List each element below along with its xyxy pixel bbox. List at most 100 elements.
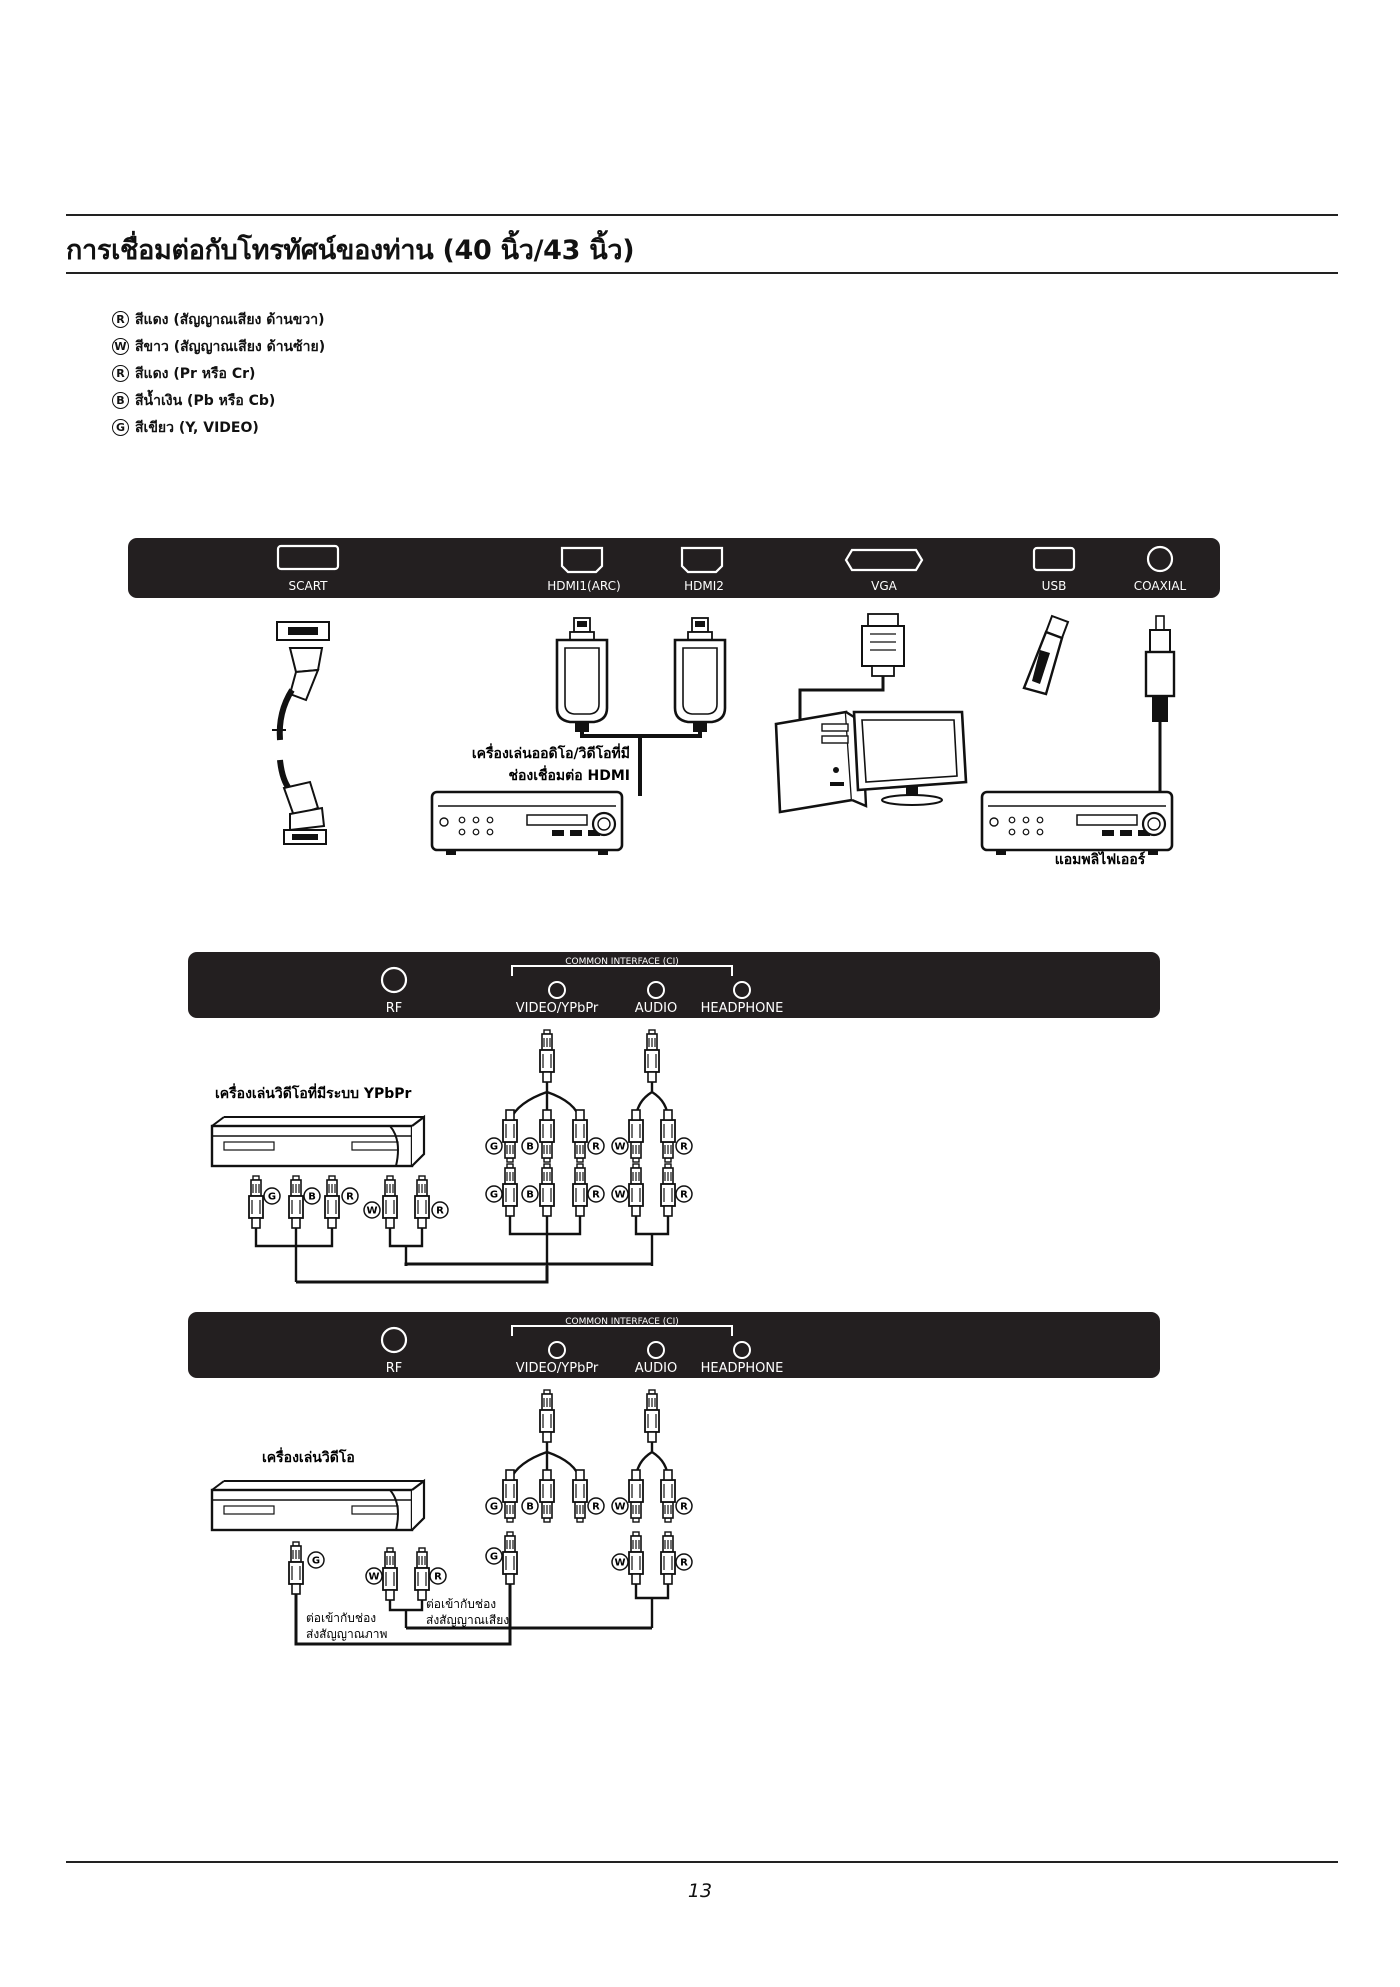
port-label-scart: SCART (289, 579, 329, 593)
tv-side-panel (188, 952, 1160, 1018)
player-output-plugs (288, 1541, 430, 1628)
legend-text: สีขาว (สัญญาณเสียง ด้านซ้าย) (135, 338, 326, 355)
hdmi1-port-icon (560, 546, 604, 574)
page-title: การเชื่อมต่อกับโทรทัศน์ของท่าน (40 นิ้ว/… (66, 235, 635, 266)
av-player-icon (430, 790, 624, 857)
white-badge-icon: W (611, 1137, 629, 1155)
ypbpr-device-label: เครื่องเล่นวิดีโอที่มีระบบ YPbPr (215, 1083, 412, 1102)
white-badge-icon: W (363, 1201, 381, 1219)
white-badge-icon: W (611, 1553, 629, 1571)
ypbpr-player-icon (210, 1115, 426, 1168)
audio-output-note: ส่งสัญญาณเสียง (426, 1613, 509, 1627)
coaxial-cable-icon (1144, 615, 1176, 796)
plug-badge-letter: R (592, 1190, 600, 1201)
amplifier-icon (980, 790, 1174, 857)
red-badge-icon: R (675, 1497, 693, 1515)
plug-badge-letter: W (366, 1206, 377, 1217)
red-badge-icon: R (112, 365, 129, 382)
usb-drive-icon (1022, 614, 1070, 696)
plug-badge-letter: G (490, 1552, 498, 1563)
plug-badge-letter: B (526, 1190, 534, 1201)
legend-item: G สีเขียว (Y, VIDEO) (112, 414, 325, 441)
plug-badge-letter: B (308, 1192, 316, 1203)
red-badge-icon: R (341, 1187, 359, 1205)
tv-back-panel (128, 538, 1220, 598)
video-device-label: เครื่องเล่นวิดีโอ (262, 1447, 355, 1466)
video-port-icon (548, 981, 566, 999)
red-badge-icon: R (675, 1137, 693, 1155)
title-underline (66, 272, 1338, 274)
component-plug-row (502, 1163, 676, 1266)
plug-badge-letter: G (490, 1502, 498, 1513)
rf-label: RF (386, 1001, 403, 1016)
hdmi-device-label: เครื่องเล่นออดิโอ/วิดีโอที่มี (472, 743, 630, 762)
headphone-label: HEADPHONE (701, 1001, 784, 1016)
video-output-note: ต่อเข้ากับช่อง (306, 1611, 376, 1625)
headphone-label: HEADPHONE (701, 1361, 784, 1376)
tv-side-panel (188, 1312, 1160, 1378)
green-badge-icon: G (485, 1137, 503, 1155)
video-ypbpr-label: VIDEO/YPbPr (516, 1361, 599, 1376)
legend-text: สีน้ำเงิน (Pb หรือ Cb) (135, 392, 276, 409)
rf-label: RF (386, 1361, 403, 1376)
blue-badge-icon: B (112, 392, 129, 409)
rf-port-icon (380, 1326, 408, 1354)
blue-badge-icon: B (303, 1187, 321, 1205)
color-legend: R สีแดง (สัญญาณเสียง ด้านขวา) W สีขาว (ส… (112, 306, 325, 441)
red-badge-icon: R (587, 1137, 605, 1155)
green-badge-icon: G (307, 1551, 325, 1569)
scart-cable-icon (272, 621, 330, 845)
plug-badge-letter: R (592, 1142, 600, 1153)
red-badge-icon: R (675, 1553, 693, 1571)
page-number: 13 (687, 1880, 713, 1902)
video-port-icon (548, 1341, 566, 1359)
audio-splitter-cable-icon (629, 1389, 675, 1522)
plug-badge-letter: G (312, 1556, 320, 1567)
legend-item: R สีแดง (Pr หรือ Cr) (112, 360, 325, 387)
blue-badge-icon: B (521, 1137, 539, 1155)
green-badge-icon: G (485, 1497, 503, 1515)
player-output-plugs (248, 1175, 430, 1282)
green-badge-icon: G (485, 1185, 503, 1203)
legend-item: B สีน้ำเงิน (Pb หรือ Cb) (112, 387, 325, 414)
red-badge-icon: R (587, 1497, 605, 1515)
ci-slot-label: COMMON INTERFACE (CI) (565, 1317, 679, 1327)
headphone-port-icon (733, 1341, 751, 1359)
plug-badge-letter: R (592, 1502, 600, 1513)
port-label-coaxial: COAXIAL (1134, 579, 1187, 593)
headphone-port-icon (733, 981, 751, 999)
plug-badge-letter: W (614, 1558, 625, 1569)
plug-badge-letter: R (434, 1572, 442, 1583)
white-badge-icon: W (611, 1185, 629, 1203)
component-splitter-cable-icon (503, 1029, 587, 1162)
legend-item: W สีขาว (สัญญาณเสียง ด้านซ้าย) (112, 333, 325, 360)
plug-badge-letter: R (436, 1206, 444, 1217)
vga-cable-icon (798, 613, 905, 720)
plug-badge-letter: W (614, 1502, 625, 1513)
plug-badge-letter: R (346, 1192, 354, 1203)
audio-label: AUDIO (635, 1361, 678, 1376)
scart-port-icon (276, 544, 340, 571)
rf-port-icon (380, 966, 408, 994)
red-badge-icon: R (587, 1185, 605, 1203)
green-badge-icon: G (112, 419, 129, 436)
plug-badge-letter: R (680, 1142, 688, 1153)
audio-port-icon (647, 1341, 665, 1359)
audio-port-icon (647, 981, 665, 999)
red-badge-icon: R (429, 1567, 447, 1585)
legend-item: R สีแดง (สัญญาณเสียง ด้านขวา) (112, 306, 325, 333)
port-label-vga: VGA (871, 579, 898, 593)
ci-slot-label: COMMON INTERFACE (CI) (565, 957, 679, 967)
blue-badge-icon: B (521, 1497, 539, 1515)
plug-badge-letter: G (490, 1142, 498, 1153)
port-label-usb: USB (1042, 579, 1067, 593)
white-badge-icon: W (112, 338, 129, 355)
video-output-note: ส่งสัญญาณภาพ (306, 1627, 387, 1641)
plug-badge-letter: R (680, 1558, 688, 1569)
audio-label: AUDIO (635, 1001, 678, 1016)
plug-badge-letter: B (526, 1502, 534, 1513)
audio-splitter-cable-icon (629, 1029, 675, 1162)
composite-plug-row (502, 1531, 676, 1628)
